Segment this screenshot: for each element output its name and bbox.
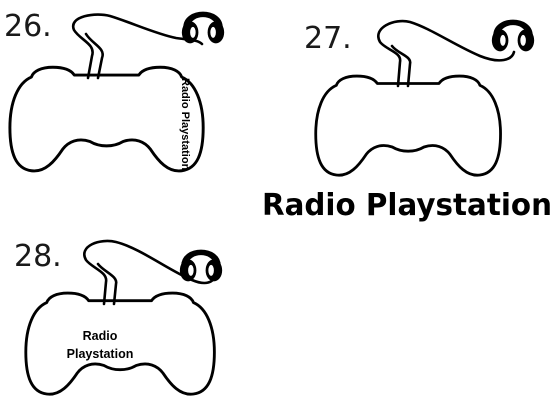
variant-number-28: 28.	[14, 239, 62, 274]
brand-label-below: Radio Playstation	[262, 188, 552, 223]
cable	[83, 239, 216, 306]
headphones-icon	[182, 14, 224, 43]
headphones-icon	[492, 22, 534, 51]
variant-number-26: 26.	[4, 9, 52, 44]
variant-27: 27. Radio Playstation	[262, 21, 552, 223]
brand-label-line-1: Radio	[83, 329, 118, 343]
variant-number-27: 27.	[304, 21, 352, 56]
cable	[71, 13, 204, 80]
gamepad-icon	[314, 74, 502, 177]
variant-28: 28. Radio Playstation	[14, 239, 222, 396]
variant-26: 26. Radio Playstation	[4, 9, 224, 173]
cable	[377, 19, 516, 88]
brand-label-vertical: Radio Playstation	[179, 78, 191, 171]
brand-label-line-2: Playstation	[67, 347, 134, 361]
gamepad-icon	[24, 291, 216, 396]
gamepad-icon	[8, 65, 205, 173]
headphones-icon	[180, 252, 222, 281]
